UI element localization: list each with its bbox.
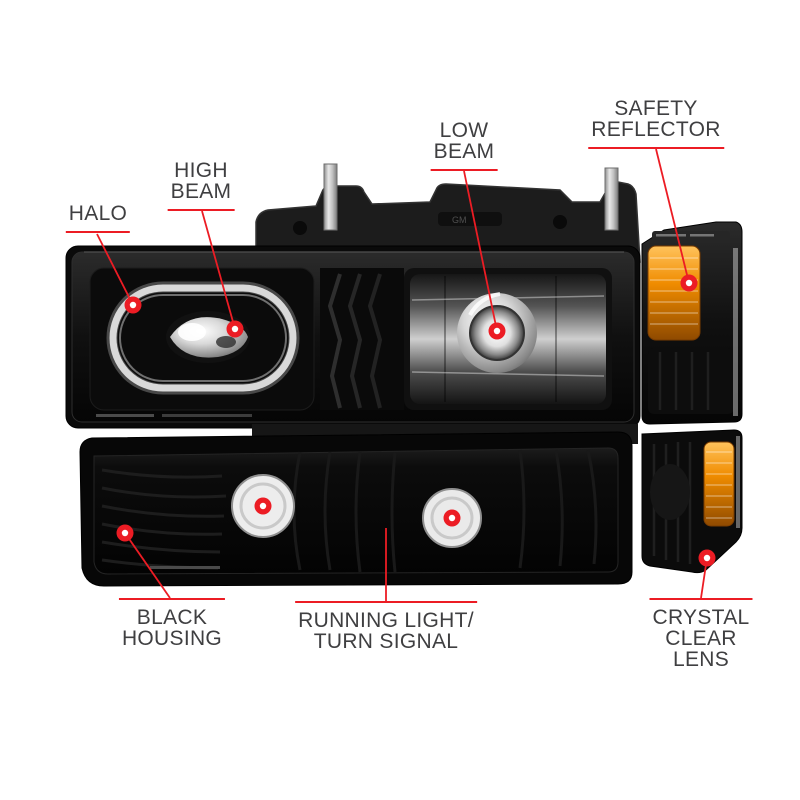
mounting-backplate: GM [255,181,641,263]
marker-high-beam [226,320,244,338]
label-halo: HALO [65,203,131,233]
label-black-housing: BLACK HOUSING [118,598,226,649]
marker-black-housing [116,524,134,542]
marker-low-beam [488,322,506,340]
headlight-main [65,245,641,429]
marker-crystal-clear-lens [698,549,716,567]
marker-safety-reflector [680,274,698,292]
connector-low-beam [463,170,498,332]
lens-marking [162,414,252,417]
connector-black-housing [124,532,171,599]
corner-light-lower [641,429,743,574]
mounting-posts [323,163,619,231]
connector-high-beam [201,210,236,330]
bumper-light [79,424,638,587]
label-crystal-clear-lens: CRYSTAL CLEAR LENS [649,598,753,670]
marker-halo [124,296,142,314]
lens-marking [96,414,154,417]
lens-marking [656,234,686,237]
label-running-light: RUNNING LIGHT/ TURN SIGNAL [295,601,477,652]
annotation-markers [116,274,716,567]
connector-halo [96,233,134,306]
label-safety-reflector: SAFETY REFLECTOR [588,98,724,149]
annotation-connectors [96,148,708,601]
low-beam-reflector [404,268,612,410]
amber-reflector-lower [703,441,735,527]
corner-light-upper [641,221,743,425]
lens-marking [150,566,220,569]
marker-running-light-left [254,497,272,515]
backplate-stamp: GM [452,215,467,225]
amber-reflector-upper [647,245,701,341]
label-high-beam: HIGH BEAM [167,160,235,211]
label-low-beam: LOW BEAM [430,120,498,171]
lens-marking [690,234,714,237]
connector-safety-reflector [655,148,690,284]
center-ribs [320,268,404,410]
marker-running-light-right [443,509,461,527]
